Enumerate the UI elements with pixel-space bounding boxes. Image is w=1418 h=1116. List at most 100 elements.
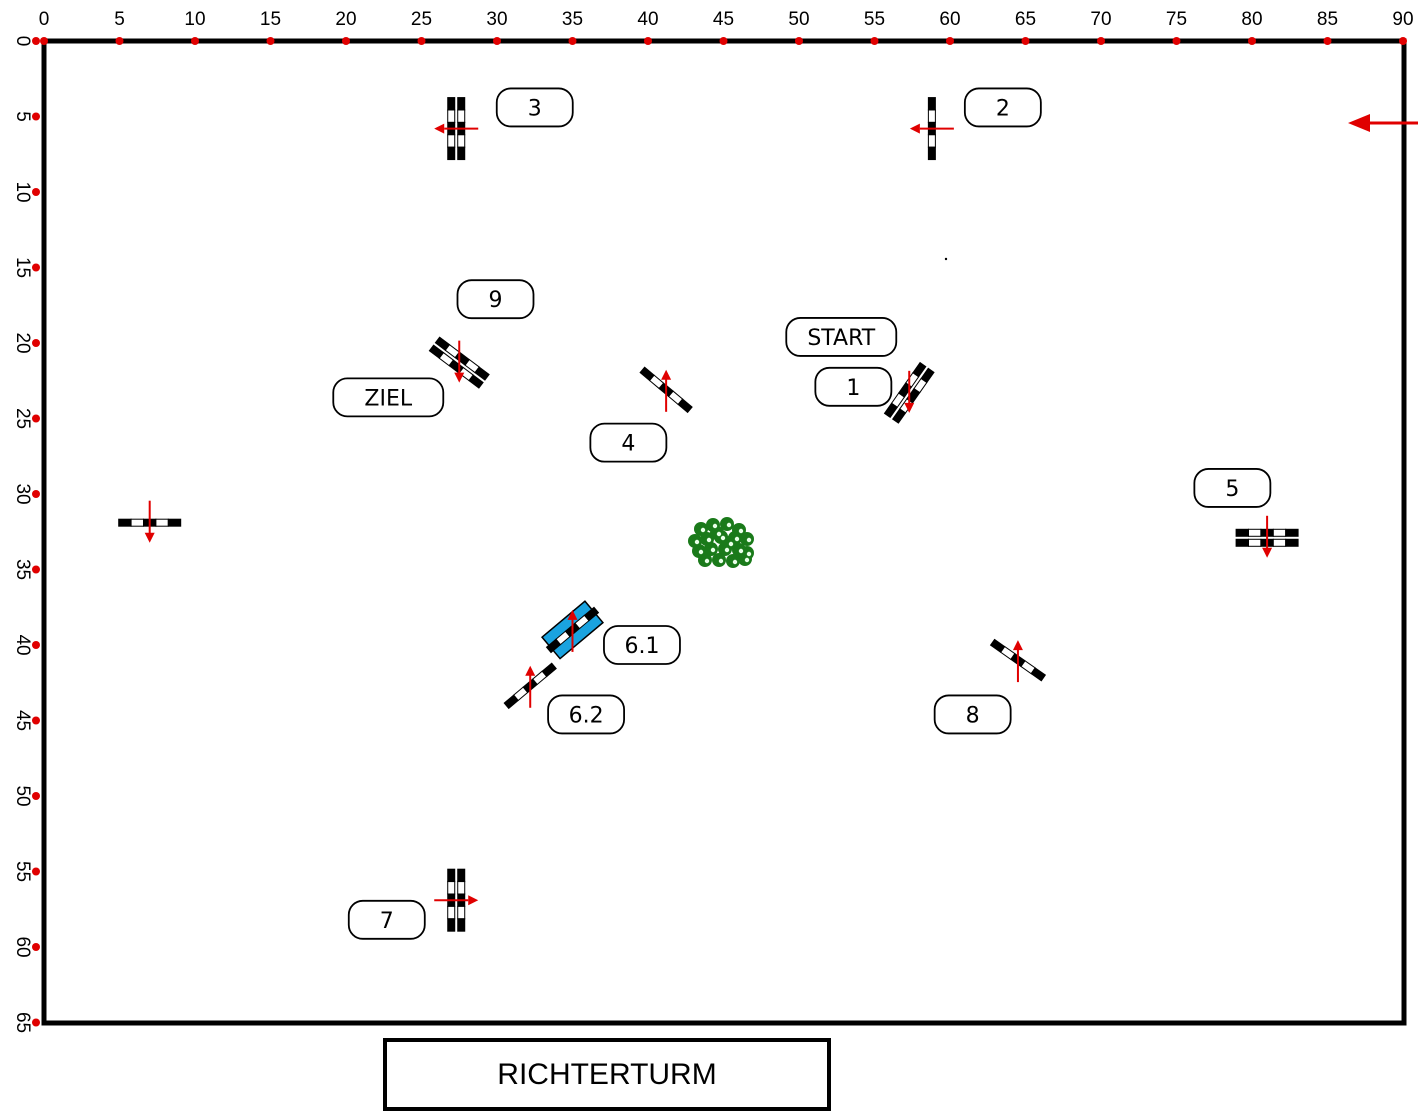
x-tick-mark [1097, 37, 1105, 45]
y-tick-label: 20 [12, 332, 33, 353]
obstacle-label-box: 6.1 [603, 625, 681, 665]
y-tick-mark [32, 339, 40, 347]
y-tick-mark [32, 263, 40, 272]
y-tick-label: 50 [12, 785, 33, 806]
y-tick-mark [32, 943, 40, 951]
x-tick-mark [568, 37, 577, 45]
judge-tower-label: RICHTERTURM [497, 1057, 717, 1091]
x-tick-label: 90 [1392, 9, 1413, 30]
obstacle-label-box: 2 [963, 87, 1042, 128]
x-tick-mark [870, 37, 879, 45]
x-tick-mark [40, 37, 48, 45]
x-tick-label: 65 [1015, 9, 1036, 30]
y-tick-label: 0 [12, 36, 33, 47]
x-tick-label: 15 [260, 9, 281, 30]
x-tick-mark [1399, 37, 1407, 45]
x-tick-label: 80 [1241, 9, 1262, 30]
y-tick-label: 60 [12, 936, 33, 957]
y-tick-mark [32, 414, 40, 423]
y-tick-mark [32, 188, 40, 196]
x-tick-label: 0 [39, 9, 50, 30]
obstacle-label-box: 1 [814, 366, 893, 407]
obstacle-label: START [807, 326, 875, 351]
y-tick-label: 5 [12, 111, 33, 122]
obstacle-label-box: 7 [347, 899, 426, 940]
x-tick-label: 30 [486, 9, 507, 30]
obstacles-layer [118, 97, 1299, 932]
obstacle-label-box: 4 [589, 422, 668, 463]
entrance-arrow [1348, 114, 1418, 132]
y-tick-mark [32, 112, 40, 121]
obstacle-label: 6.2 [569, 703, 604, 728]
y-tick-mark [32, 792, 40, 800]
obstacle-8 [989, 638, 1047, 683]
y-tick-label: 35 [12, 559, 33, 580]
y-tick-label: 30 [12, 483, 33, 504]
x-tick-label: 50 [788, 9, 809, 30]
y-tick-mark [32, 641, 40, 649]
x-tick-mark [342, 37, 350, 45]
x-tick-label: 40 [637, 9, 658, 30]
obstacle-label: 2 [996, 96, 1010, 121]
obstacle-5 [1235, 515, 1299, 558]
obstacle-label-box: 9 [456, 279, 535, 320]
obstacle-label: 1 [846, 376, 860, 401]
judge-tower-box: RICHTERTURM [383, 1038, 831, 1111]
bush-decoration [688, 517, 754, 568]
x-tick-mark [1248, 37, 1256, 45]
y-tick-mark [32, 1018, 40, 1027]
x-tick-mark [115, 37, 124, 45]
x-tick-label: 10 [184, 9, 205, 30]
obstacle-7 [434, 868, 479, 932]
x-tick-label: 85 [1317, 9, 1338, 30]
obstacle-side [118, 500, 182, 543]
x-tick-mark [1021, 37, 1030, 45]
obstacle-1 [883, 361, 935, 424]
x-tick-label: 45 [713, 9, 734, 30]
obstacle-label: 5 [1225, 477, 1239, 502]
obstacle-9 [428, 336, 490, 389]
obstacle-2 [909, 97, 954, 161]
x-tick-mark [493, 37, 501, 45]
obstacle-6.2 [503, 662, 557, 710]
x-tick-mark [417, 37, 426, 45]
obstacle-6.1 [540, 600, 605, 660]
y-tick-mark [32, 565, 40, 574]
obstacle-label: 7 [380, 909, 394, 934]
x-tick-mark [644, 37, 652, 45]
x-tick-label: 60 [939, 9, 960, 30]
obstacle-label: 6.1 [624, 634, 659, 659]
y-tick-label: 10 [12, 181, 33, 202]
obstacle-label-box: 6.2 [547, 694, 625, 735]
obstacle-label-box: START [785, 317, 898, 357]
obstacle-label: ZIEL [364, 386, 412, 411]
x-tick-mark [191, 37, 199, 45]
y-tick-label: 40 [12, 634, 33, 655]
x-tick-mark [946, 37, 954, 45]
obstacle-label: 3 [528, 96, 542, 121]
obstacle-3 [434, 97, 479, 161]
y-tick-mark [32, 716, 40, 725]
y-tick-label: 25 [12, 408, 33, 429]
x-tick-mark [719, 37, 728, 45]
y-tick-label: 15 [12, 257, 33, 278]
x-tick-label: 75 [1166, 9, 1187, 30]
obstacle-label-box: 8 [933, 694, 1012, 735]
x-tick-label: 35 [562, 9, 583, 30]
y-tick-mark [32, 490, 40, 498]
obstacle-label: 8 [966, 703, 980, 728]
y-tick-label: 55 [12, 861, 33, 882]
small-dot [944, 257, 948, 261]
obstacle-label-box: 5 [1193, 468, 1272, 508]
obstacle-label-box: 3 [495, 87, 574, 128]
x-tick-mark [795, 37, 803, 45]
x-tick-label: 70 [1090, 9, 1111, 30]
obstacle-label: 9 [488, 288, 502, 313]
y-tick-label: 45 [12, 710, 33, 731]
y-tick-mark [32, 37, 40, 45]
x-tick-label: 55 [864, 9, 885, 30]
